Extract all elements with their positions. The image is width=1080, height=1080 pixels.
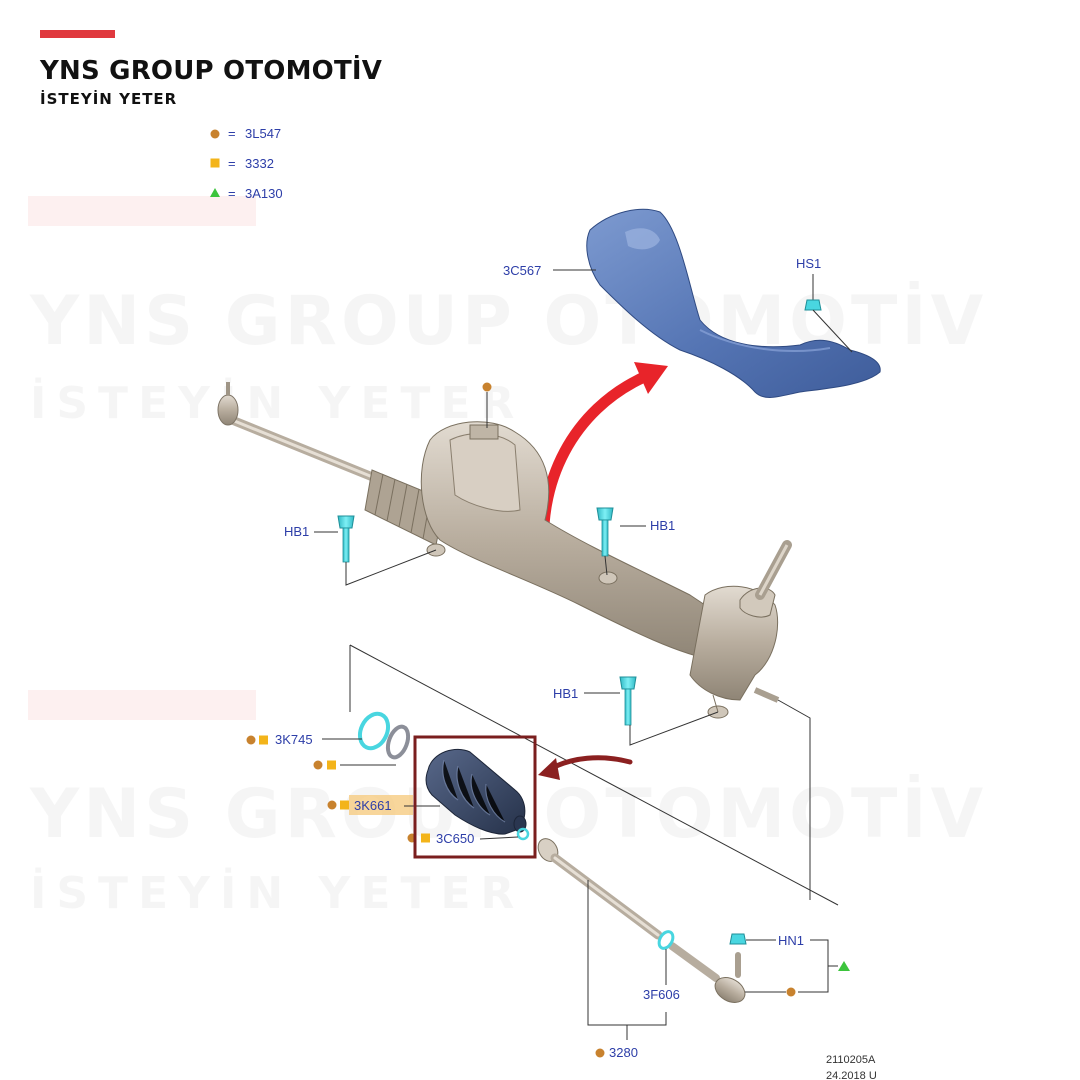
label-jam-nut: 3F606 <box>643 987 680 1002</box>
seal-ring-circle-marker <box>313 760 323 770</box>
clamp-ring-square-marker <box>259 735 268 745</box>
legend-square-marker <box>210 158 220 168</box>
legend-circle-marker <box>210 129 220 139</box>
legend-triangle-marker <box>210 188 220 197</box>
legend-code-square: 3332 <box>245 156 274 171</box>
legend-code-triangle: 3A130 <box>245 186 283 201</box>
exploded-guide-top <box>349 644 839 906</box>
boot-circle-marker <box>327 800 337 810</box>
bolt-right-fastener <box>596 507 614 557</box>
label-boot-clamp: 3C650 <box>436 831 474 846</box>
steering-rack <box>217 382 792 719</box>
seal-ring <box>385 724 411 760</box>
bolt-lower-fastener <box>619 676 637 726</box>
legend-equals-1: = <box>228 126 236 141</box>
sensor-fastener-marker <box>482 382 492 392</box>
heat-shield <box>586 208 881 398</box>
highlight-box <box>413 735 537 859</box>
seal-ring-square-marker <box>327 760 336 770</box>
label-bolt-lower: HB1 <box>553 686 578 701</box>
exploded-guide-right <box>777 699 811 900</box>
label-tie-rod: 3280 <box>609 1045 638 1060</box>
steering-boot <box>425 748 527 835</box>
drawing-date: 24.2018 U <box>826 1070 877 1080</box>
dark-red-arrow <box>538 755 633 780</box>
brand-subtitle: İSTEYİN YETER <box>40 90 178 108</box>
boot-clamp-part <box>516 827 530 841</box>
leader-shield-clip-to-shield <box>812 309 853 353</box>
brand-title: YNS GROUP OTOMOTİV <box>40 56 383 86</box>
label-clamp-ring: 3K745 <box>275 732 313 747</box>
legend-code-circle: 3L547 <box>245 126 281 141</box>
label-bolt-left: HB1 <box>284 524 309 539</box>
brand-accent-bar <box>40 30 115 38</box>
label-castle-nut: HN1 <box>778 933 804 948</box>
tie-rod-circle-marker <box>595 1048 605 1058</box>
castle-nut <box>729 933 747 945</box>
drawing-code: 2110205A <box>826 1054 876 1066</box>
boot-label-highlight <box>349 795 413 815</box>
label-boot: 3K661 <box>354 798 392 813</box>
label-bolt-right: HB1 <box>650 518 675 533</box>
boot-square-marker <box>340 800 349 810</box>
castle-nut-triangle-marker <box>838 961 850 971</box>
boot-clamp-square-marker <box>421 833 430 843</box>
legend-equals-2: = <box>228 156 236 171</box>
bracket-tie-rod <box>587 880 667 1026</box>
leader-bolt-lower <box>629 711 719 746</box>
label-shield-clip: HS1 <box>796 256 821 271</box>
watermark-band-bottom <box>28 690 256 720</box>
legend-equals-3: = <box>228 186 236 201</box>
label-heat-shield: 3C567 <box>503 263 541 278</box>
tie-rod-end-circle-marker <box>786 987 796 997</box>
clamp-ring <box>357 711 391 751</box>
jam-nut <box>657 930 675 950</box>
watermark-band-top <box>28 196 256 226</box>
shield-clip-fastener <box>804 299 822 311</box>
clamp-ring-circle-marker <box>246 735 256 745</box>
leader-boot-clamp <box>479 836 519 840</box>
leader-bolt-left <box>345 549 437 586</box>
legend: = 3L547 = 3332 = 3A130 <box>210 126 283 201</box>
bolt-left-fastener <box>337 515 355 563</box>
tie-rod <box>537 838 746 1003</box>
leader-bolt-right <box>604 555 608 576</box>
